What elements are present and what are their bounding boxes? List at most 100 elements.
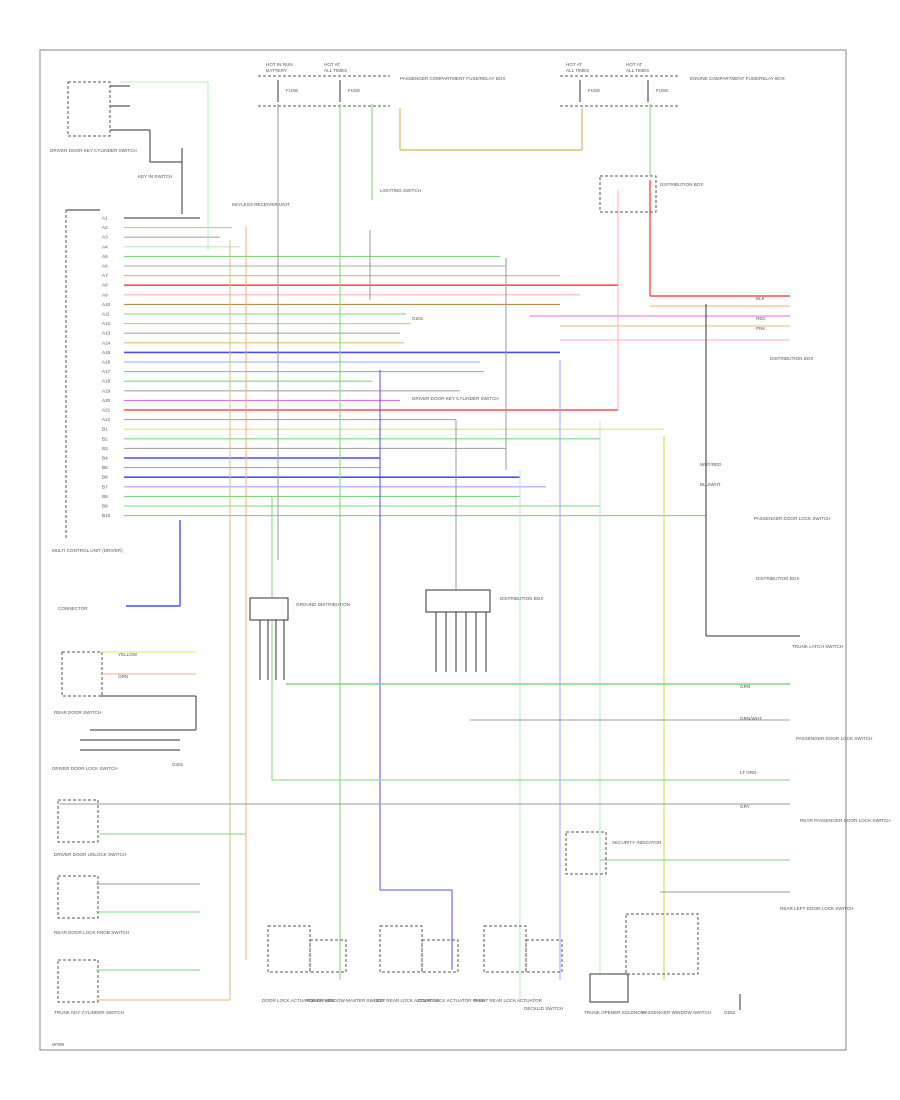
fuse-d-header: HOT AT (626, 62, 642, 67)
lock-actuator-4-label: RIGHT REAR LOCK ACTUATOR (474, 998, 543, 1003)
pin-label: A17 (102, 369, 111, 374)
ground-box-left: GROUND DISTRIBUTION (249, 597, 350, 680)
ground-left-label: G401 (172, 762, 184, 767)
lock-actuator-2-label: LEFT REAR LOCK ACTUATOR (374, 998, 440, 1003)
passenger-junction-label: PASSENGER COMPARTMENT FUSE/RELAY BOX (400, 76, 505, 81)
pin-label: B9 (102, 504, 108, 509)
pin-label: A7 (102, 273, 108, 278)
pin-label: A6 (102, 264, 108, 269)
fuse-a-header: HOT IN RUN (266, 62, 293, 67)
connector-left-label: CONNECTOR (58, 606, 88, 611)
control-unit: MULTI CONTROL UNIT (DRIVER) (52, 209, 123, 553)
footer-code: W'8W (52, 1042, 65, 1047)
pin-label: A18 (102, 379, 111, 384)
engine-junction-label: ENGINE COMPARTMENT FUSE/RELAY BOX (690, 76, 785, 81)
vertical-wires (120, 81, 665, 1000)
control-unit-label: MULTI CONTROL UNIT (DRIVER) (52, 548, 123, 553)
pin-label: B5 (102, 465, 108, 470)
wire-red-label: RED (756, 316, 766, 321)
pin-label: A15 (102, 350, 111, 355)
diagram-frame (39, 49, 847, 1051)
distribution-right-bottom-label: DISTRIBUTION BOX (756, 576, 799, 581)
ground-right-label: G552 (724, 1010, 736, 1015)
bottom-actuators: DOOR LOCK ACTUATOR DRIVER POWER WINDOW M… (262, 831, 741, 1015)
pin-label: A5 (102, 254, 108, 259)
pin-label: A2 (102, 225, 108, 230)
pin-label: A9 (102, 292, 108, 297)
lock-actuator-1-label: DOOR LOCK ACTUATOR DRIVER (262, 998, 335, 1003)
ground-center-label: G201 (412, 316, 424, 321)
wire-bus (124, 217, 706, 517)
driver-door-switch: DRIVER DOOR KEY CYLINDER SWITCH KEY IN S… (50, 81, 183, 214)
pin-label: B6 (102, 475, 108, 480)
pin-label: B1 (102, 427, 108, 432)
security-indicator-label: SECURITY INDICATOR (612, 840, 662, 845)
lock-actuator-3-label: DOOR LOCK ACTUATOR PASS (418, 998, 485, 1003)
fuse-a-sub: BATTERY (266, 68, 287, 73)
wire-yel-label: YELLOW (118, 652, 138, 657)
wire-grn-label: GRN (740, 684, 750, 689)
rear-left-switch-label: REAR LEFT DOOR LOCK SWITCH (780, 906, 853, 911)
pin-label: B8 (102, 494, 108, 499)
trunk-opener-label: TRUNK OPENER SOLENOID (584, 1010, 646, 1015)
driver-door-switch-label: DRIVER DOOR KEY CYLINDER SWITCH (50, 148, 137, 153)
dist-box-center: DISTRIBUTION BOX (425, 589, 543, 672)
key-switch-label: KEY IN SWITCH (138, 174, 172, 179)
pin-label: A1 (102, 216, 108, 221)
left-components: YELLOW ORN REAR DOOR SWITCH DRIVER DOOR … (52, 651, 230, 1015)
driver-door-knob-label: DRIVER DOOR KEY CYLINDER SWITCH (412, 396, 499, 401)
dist-box-right-top-label: DISTRIBUTION BOX (770, 356, 813, 361)
pin-label: B4 (102, 456, 108, 461)
wire-gry-label: GRY (740, 804, 750, 809)
passenger-window-switch-label: PASSENGER WINDOW SWITCH (642, 1010, 711, 1015)
wire-blu-wht-label: BLU/WHT (700, 482, 721, 487)
fuse-c-label: FUSE (588, 88, 600, 93)
rear-knob-switch-label: REAR DOOR LOCK KNOB SWITCH (54, 930, 129, 935)
pin-label: B2 (102, 436, 108, 441)
decklid-switch-label: DECKLID SWITCH (524, 1006, 563, 1011)
blue-left-wire: CONNECTOR (58, 520, 181, 611)
wire-wht-red-label: WHT/RED (700, 462, 722, 467)
driver-unlock-switch-label: DRIVER DOOR UNLOCK SWITCH (54, 852, 126, 857)
passenger-door-switch-label: PASSENGER DOOR LOCK SWITCH (754, 516, 831, 521)
pin-label: A21 (102, 408, 111, 413)
distribution-right-label: DISTRIBUTION BOX (660, 182, 703, 187)
pin-label: A13 (102, 331, 111, 336)
wire-blk-label: BLK (756, 296, 766, 301)
keyless-unit-label: KEYLESS RECEIVER UNIT (232, 202, 290, 207)
wire-pnk-label: PNK (756, 326, 766, 331)
pin-label: A12 (102, 321, 111, 326)
fuse-b-sub: ALL TIMES (324, 68, 347, 73)
trunk-switch-label: TRUNK LATCH SWITCH (792, 644, 843, 649)
fuse-b-header: HOT AT (324, 62, 340, 67)
wire-lt-grn-label: LT GRN (740, 770, 756, 775)
power-window-master-label: POWER WINDOW MASTER SWITCH (306, 998, 385, 1003)
pin-label: A3 (102, 235, 108, 240)
ground-box-left-label: GROUND DISTRIBUTION (296, 602, 350, 607)
driver-door-lock-switch-label: DRIVER DOOR LOCK SWITCH (52, 766, 118, 771)
fuse-a-label: FUSE (286, 88, 298, 93)
fuse-d-label: FUSE (656, 88, 668, 93)
right-components: TRUNK LATCH SWITCH PASSENGER DOOR LOCK S… (700, 462, 891, 911)
pin-label: A20 (102, 398, 111, 403)
wire-orn-label: ORN (118, 674, 128, 679)
fuse-c-header: HOT AT (566, 62, 582, 67)
pin-label: A8 (102, 283, 108, 288)
rear-passenger-switch-label: REAR PASSENGER DOOR LOCK SWITCH (800, 818, 891, 823)
pin-label: A10 (102, 302, 111, 307)
right-feed-wires (60, 683, 790, 893)
pin-label: A14 (102, 340, 111, 345)
pin-label-column: A1A2A3A4A5A6A7A8A9A10A11A12A13A14A15A16A… (102, 216, 111, 519)
dist-box-center-label: DISTRIBUTION BOX (500, 596, 543, 601)
passenger-lock-switch-label: PASSENGER DOOR LOCK SWITCH (796, 736, 873, 741)
pin-label: A22 (102, 417, 111, 422)
red-feed: DISTRIBUTION BOX (399, 104, 703, 410)
center-labels: KEYLESS RECEIVER UNIT LIGHTING SWITCH G2… (232, 188, 499, 401)
pin-label: A19 (102, 388, 111, 393)
pin-label: B3 (102, 446, 108, 451)
wire-grn-wht-label: GRN/WHT (740, 716, 762, 721)
pin-label: B7 (102, 484, 108, 489)
pin-label: B10 (102, 513, 111, 518)
fuse-c-sub: ALL TIMES (566, 68, 589, 73)
